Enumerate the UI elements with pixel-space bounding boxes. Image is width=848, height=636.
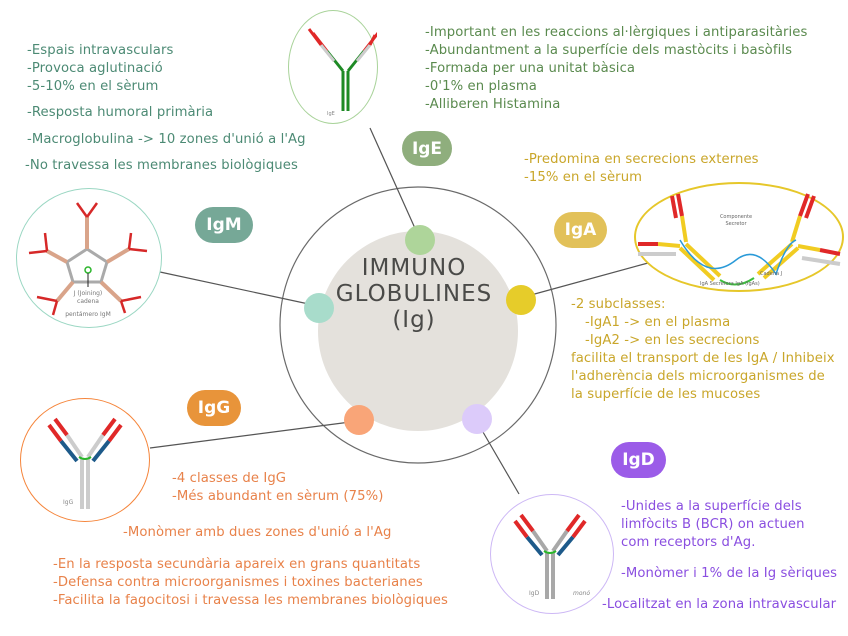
dot-igg[interactable]: [344, 405, 374, 435]
igg-notes-a: -4 classes de IgG -Més abundant en sèrum…: [172, 470, 384, 506]
title-line-1: IMMUNO: [361, 255, 467, 281]
ige-image-circle: IgE: [288, 10, 380, 124]
igd-image-circle: IgD monó: [490, 494, 614, 614]
iga-dimer-icon: Componente Secretor Cadena J IgA Secreto…: [638, 193, 841, 287]
igg-caption: IgG: [63, 499, 74, 506]
connector-igm: [159, 271, 319, 307]
iga-note: -IgA1 -> en el plasma: [585, 315, 731, 330]
igg-note: -Més abundant en sèrum (75%): [172, 489, 384, 504]
dot-igm[interactable]: [304, 293, 334, 323]
igd-antibody-icon: IgD monó: [513, 513, 590, 599]
ige-label-pill[interactable]: IgE: [402, 131, 452, 166]
title-line-2: GLOBULINES: [335, 281, 493, 307]
igd-label-pill[interactable]: IgD: [611, 442, 666, 478]
iga-label-pill[interactable]: IgA: [554, 212, 607, 248]
iga-notes-bottom: -2 subclasses: -IgA1 -> en el plasma -Ig…: [571, 296, 835, 404]
iga-note: -Predomina en secrecions externes: [524, 152, 759, 167]
ige-antibody-icon: IgE: [307, 28, 380, 117]
igm-note: -Provoca aglutinació: [27, 61, 163, 76]
igd-caption: IgD: [529, 590, 540, 597]
ige-note: -0'1% en plasma: [425, 79, 537, 94]
ige-note: -Important en les reaccions al·lèrgiques…: [425, 25, 808, 40]
igm-image-circle: J (Joining) cadena pentámero IgM: [16, 188, 162, 328]
igm-caption-joining: J (Joining): [73, 290, 103, 297]
igm-caption-pentamer: pentámero IgM: [65, 311, 111, 318]
iga-label: IgA: [564, 220, 597, 240]
dot-iga[interactable]: [506, 285, 536, 315]
igg-label: IgG: [197, 398, 231, 418]
igg-note-monomer: -Monòmer amb dues zones d'unió a l'Ag: [123, 525, 392, 540]
igd-note: -Unides a la superfície dels: [621, 499, 802, 514]
igm-caption-chain: cadena: [77, 298, 99, 305]
dot-igd[interactable]: [462, 404, 492, 434]
igd-notes-a: -Unides a la superfície dels limfòcits B…: [621, 498, 805, 552]
igm-note-membranes: -No travessa les membranes biològiques: [25, 158, 298, 173]
ige-notes: -Important en les reaccions al·lèrgiques…: [425, 24, 808, 114]
igd-label: IgD: [622, 450, 655, 470]
ige-note: -Formada per una unitat bàsica: [425, 61, 636, 76]
iga-caption-secretor: Secretor: [725, 221, 747, 227]
igm-notes: -Espais intravasculars -Provoca aglutina…: [27, 42, 173, 96]
igd-note: com receptors d'Ag.: [621, 535, 756, 550]
igm-label: IgM: [206, 215, 242, 235]
igg-antibody-icon: IgG: [47, 417, 123, 509]
igd-caption-mono: monó: [573, 590, 590, 597]
center-title: IMMUNO GLOBULINES (Ig): [322, 255, 506, 333]
iga-note: la superfície de les mucoses: [571, 387, 761, 402]
iga-caption-secretory: IgA Secretora IgA (IgAs): [700, 281, 760, 287]
ige-note: -Alliberen Histamina: [425, 97, 561, 112]
igg-image-circle: IgG: [20, 398, 150, 522]
iga-note: l'adherència dels microorganismes de: [571, 369, 825, 384]
iga-note: -IgA2 -> en les secrecions: [585, 333, 760, 348]
title-line-3: (Ig): [392, 307, 436, 333]
iga-caption-chain-j: Cadena J: [760, 271, 782, 277]
igm-note-macroglobulin: -Macroglobulina -> 10 zones d'unió a l'A…: [27, 132, 306, 147]
igm-note: -Espais intravasculars: [27, 43, 174, 58]
igg-note: -4 classes de IgG: [172, 471, 287, 486]
connector-iga: [519, 262, 649, 299]
igm-pentamer-icon: J (Joining) cadena pentámero IgM: [28, 202, 148, 318]
outer-ring: [279, 186, 557, 464]
igg-note: -En la resposta secundària apareix en gr…: [53, 557, 421, 572]
iga-notes-top: -Predomina en secrecions externes -15% e…: [524, 151, 759, 187]
igm-label-pill[interactable]: IgM: [195, 207, 253, 243]
igm-note: -5-10% en el sèrum: [27, 79, 159, 94]
igd-note-location: -Localitzat en la zona intravascular: [602, 597, 837, 612]
igd-note: limfòcits B (BCR) on actuen: [621, 517, 805, 532]
igg-note: -Defensa contra microorganismes i toxine…: [53, 575, 423, 590]
igm-note-humoral: -Resposta humoral primària: [27, 105, 214, 120]
dot-ige[interactable]: [405, 225, 435, 255]
iga-image-ellipse: Componente Secretor Cadena J IgA Secreto…: [634, 182, 844, 292]
igg-notes-c: -En la resposta secundària apareix en gr…: [53, 556, 448, 610]
ige-caption: IgE: [327, 111, 335, 117]
ige-label: IgE: [411, 138, 443, 159]
iga-note: -2 subclasses:: [571, 297, 666, 312]
igg-label-pill[interactable]: IgG: [187, 390, 241, 426]
igd-note-monomer: -Monòmer i 1% de la Ig sèriques: [621, 566, 838, 581]
connector-igg: [149, 420, 359, 449]
core-circle: [318, 231, 518, 431]
iga-note: facilita el transport de les IgA / Inhib…: [571, 351, 835, 366]
iga-caption-component: Componente: [720, 214, 752, 220]
iga-note: -15% en el sèrum: [524, 170, 643, 185]
ige-note: -Abundantment a la superfície dels mastò…: [425, 43, 793, 58]
connector-ige: [369, 127, 419, 236]
igg-note: -Facilita la fagocitosi i travessa les m…: [53, 593, 448, 608]
